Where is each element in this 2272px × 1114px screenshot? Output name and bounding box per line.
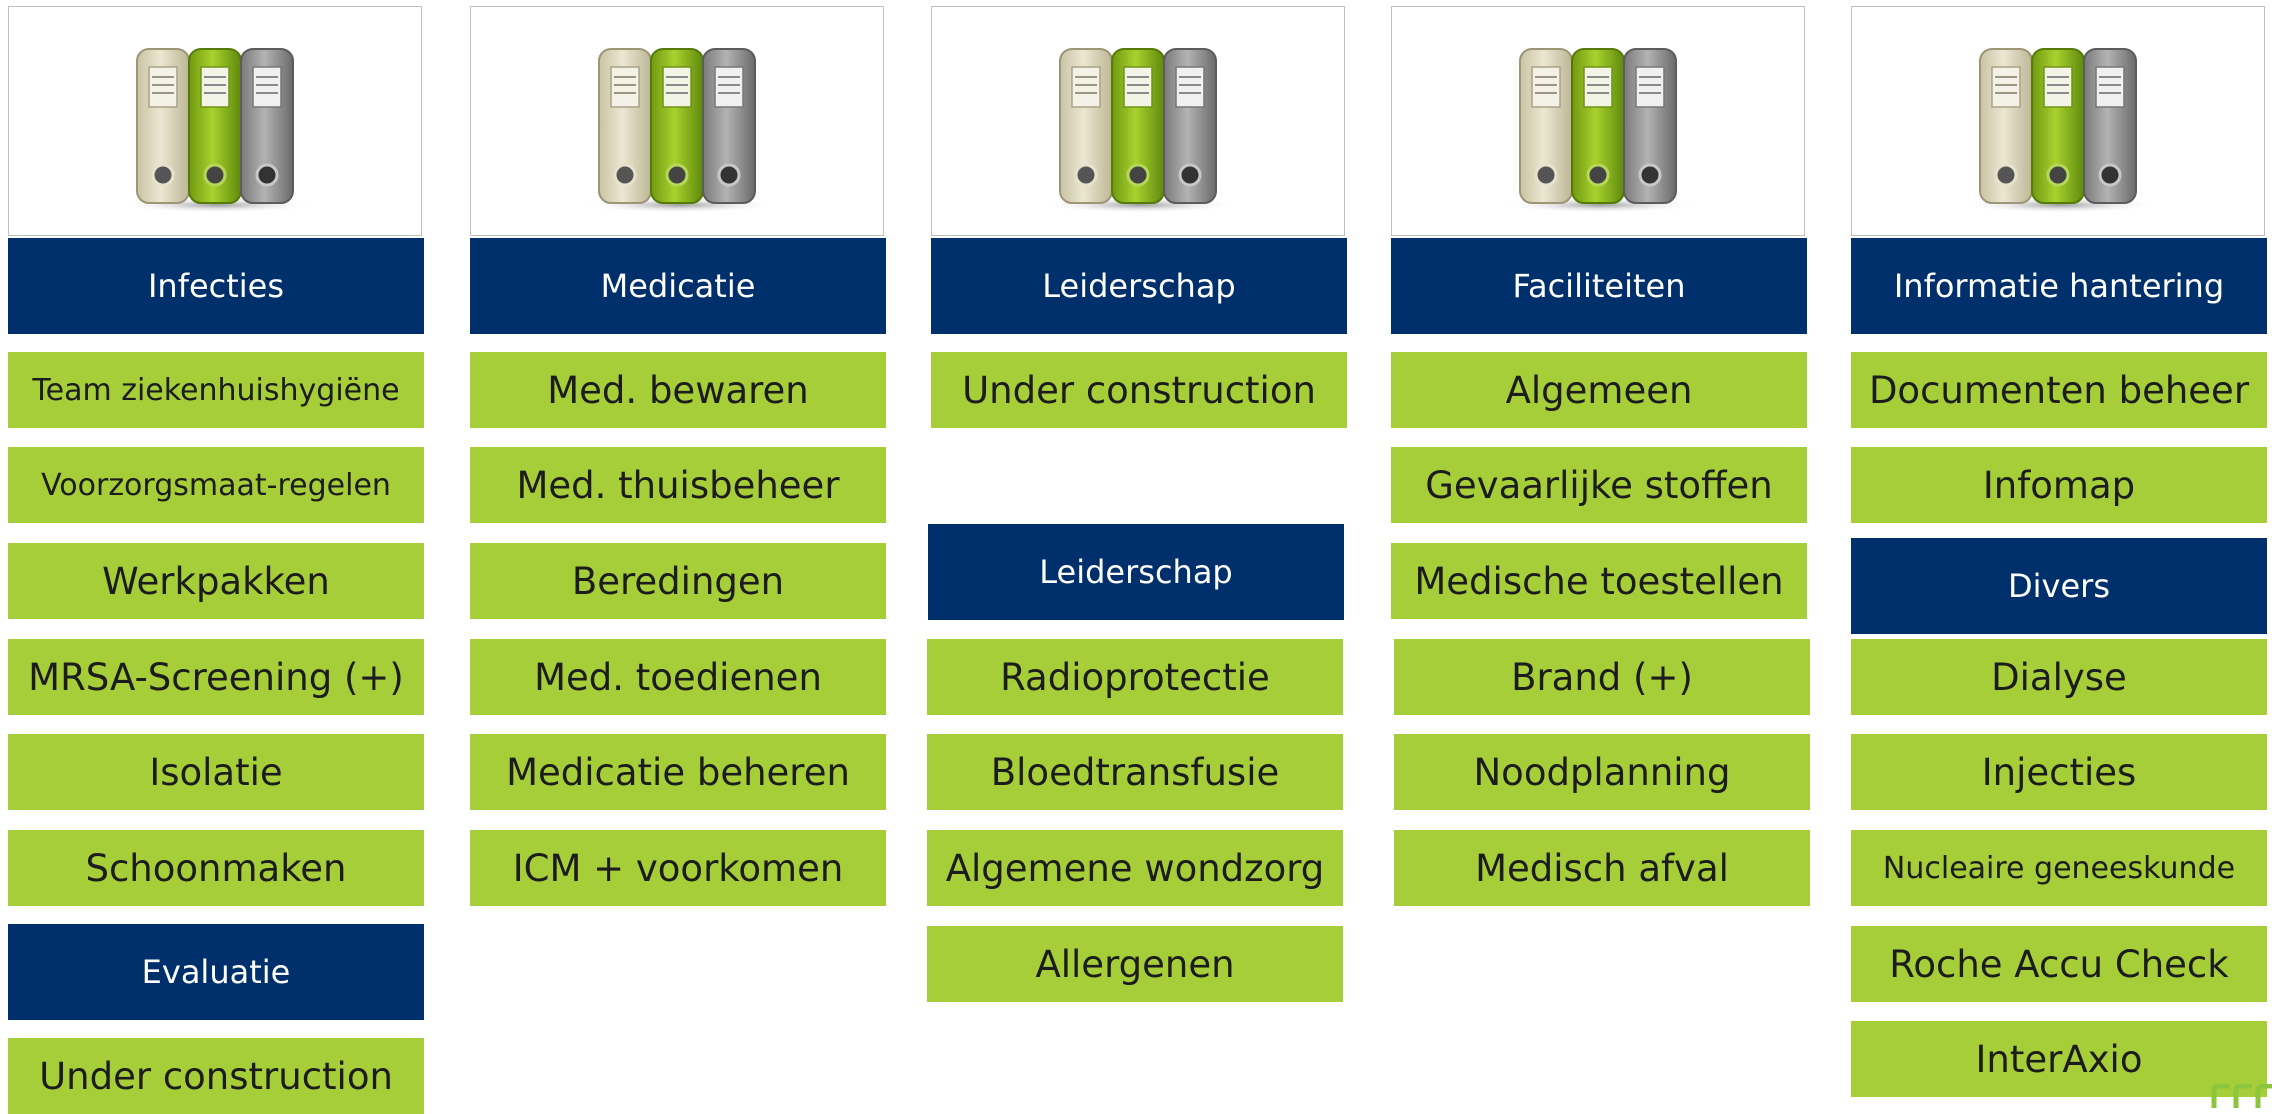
binders-image	[1851, 6, 2265, 236]
menu-item[interactable]: Documenten beheer	[1851, 352, 2267, 428]
menu-item[interactable]: Bloedtransfusie	[927, 734, 1343, 810]
column-header: Leiderschap	[931, 238, 1347, 334]
menu-item[interactable]: Noodplanning	[1394, 734, 1810, 810]
column-header: Informatie hantering	[1851, 238, 2267, 334]
binders-icon	[581, 47, 777, 215]
menu-item[interactable]: Medicatie beheren	[470, 734, 886, 810]
binders-icon	[1042, 47, 1238, 215]
menu-item[interactable]: Med. bewaren	[470, 352, 886, 428]
column-header: Faciliteiten	[1391, 238, 1807, 334]
menu-item[interactable]: Roche Accu Check	[1851, 926, 2267, 1002]
menu-item[interactable]: Allergenen	[927, 926, 1343, 1002]
section-header: Divers	[1851, 538, 2267, 634]
menu-item[interactable]: Med. toedienen	[470, 639, 886, 715]
menu-item[interactable]: ICM + voorkomen	[470, 830, 886, 906]
binders-icon	[1502, 47, 1698, 215]
section-header: Evaluatie	[8, 924, 424, 1020]
menu-item[interactable]: InterAxio	[1851, 1021, 2267, 1097]
logo-fragment	[2210, 1084, 2272, 1108]
menu-item[interactable]: Med. thuisbeheer	[470, 447, 886, 523]
menu-item[interactable]: MRSA-Screening (+)	[8, 639, 424, 715]
menu-item[interactable]: Algemene wondzorg	[927, 830, 1343, 906]
binders-image	[8, 6, 422, 236]
menu-item[interactable]: Beredingen	[470, 543, 886, 619]
menu-item[interactable]: Voorzorgsmaat-regelen	[8, 447, 424, 523]
menu-item[interactable]: Dialyse	[1851, 639, 2267, 715]
menu-item[interactable]: Werkpakken	[8, 543, 424, 619]
menu-item[interactable]: Gevaarlijke stoffen	[1391, 447, 1807, 523]
menu-item[interactable]: Nucleaire geneeskunde	[1851, 830, 2267, 906]
menu-item[interactable]: Brand (+)	[1394, 639, 1810, 715]
menu-item[interactable]: Medisch afval	[1394, 830, 1810, 906]
binders-image	[470, 6, 884, 236]
menu-item[interactable]: Medische toestellen	[1391, 543, 1807, 619]
menu-item[interactable]: Algemeen	[1391, 352, 1807, 428]
menu-item[interactable]: Isolatie	[8, 734, 424, 810]
column-header: Medicatie	[470, 238, 886, 334]
menu-item[interactable]: Radioprotectie	[927, 639, 1343, 715]
menu-item[interactable]: Under construction	[931, 352, 1347, 428]
menu-item[interactable]: Team ziekenhuishygiëne	[8, 352, 424, 428]
section-header: Leiderschap	[928, 524, 1344, 620]
menu-item[interactable]: Infomap	[1851, 447, 2267, 523]
binders-image	[1391, 6, 1805, 236]
binders-icon	[1962, 47, 2158, 215]
binders-image	[931, 6, 1345, 236]
menu-item[interactable]: Injecties	[1851, 734, 2267, 810]
binders-icon	[119, 47, 315, 215]
column-header: Infecties	[8, 238, 424, 334]
menu-item[interactable]: Schoonmaken	[8, 830, 424, 906]
menu-item[interactable]: Under construction	[8, 1038, 424, 1114]
